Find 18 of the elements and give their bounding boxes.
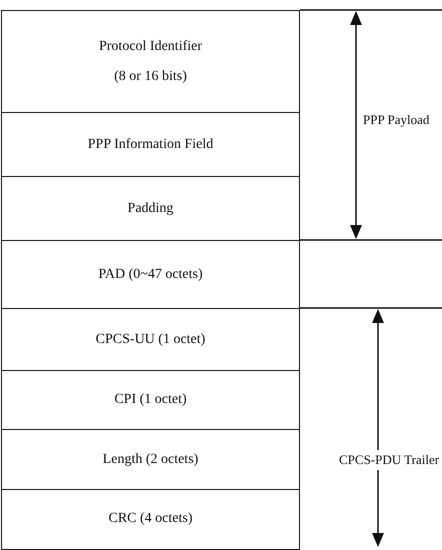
field-box xyxy=(1,489,300,550)
field-box xyxy=(1,370,300,430)
field-box xyxy=(1,429,300,490)
field-label: (8 or 16 bits) xyxy=(114,68,187,85)
field-box xyxy=(1,112,300,178)
field-label: Length (2 octets) xyxy=(102,452,198,468)
field-box xyxy=(1,176,300,242)
field-label: PAD (0~47 octets) xyxy=(98,266,203,283)
field-label: CRC (4 octets) xyxy=(108,511,192,528)
field-label: Padding xyxy=(128,200,174,217)
field-box xyxy=(1,308,300,372)
field-label: PPP Information Field xyxy=(88,136,214,153)
field-box xyxy=(1,10,300,114)
field-label: CPI (1 octet) xyxy=(114,392,187,408)
field-box xyxy=(1,240,300,310)
field-label: CPCS-UU (1 octet) xyxy=(96,332,206,348)
field-label: Protocol Identifier xyxy=(98,38,202,55)
bracket-label: CPCS-PDU Trailer xyxy=(339,450,440,470)
